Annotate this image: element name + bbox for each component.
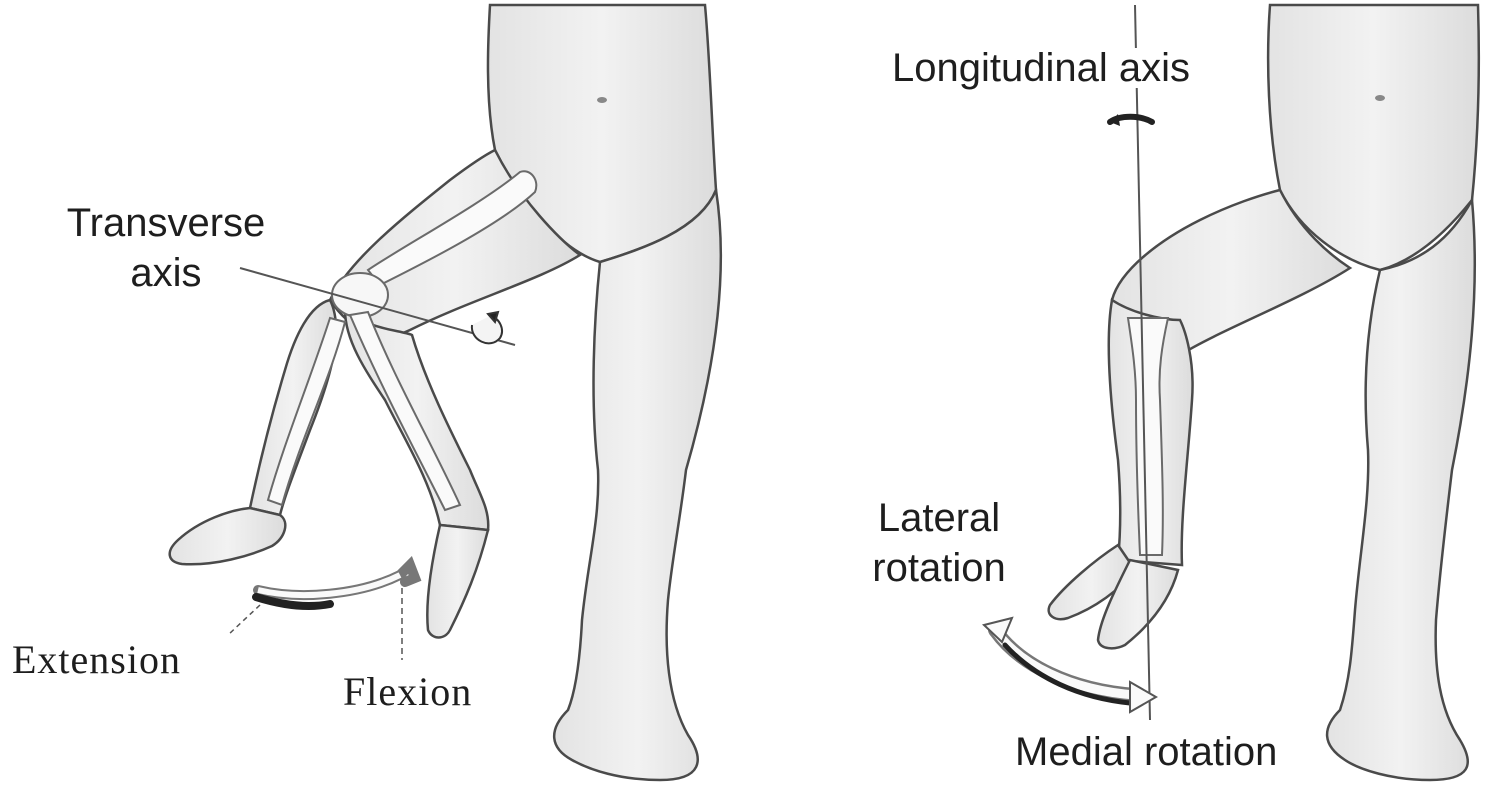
right-standing-leg (1327, 200, 1475, 780)
medial-rotation-label: Medial rotation (1015, 732, 1277, 772)
lateral-rotation-label-line1: Lateral (858, 498, 1020, 538)
left-foot-flexion (427, 525, 488, 638)
transverse-rotation-symbol (472, 312, 502, 343)
left-foot-extension (170, 508, 286, 564)
flexion-extension-arrow (256, 565, 415, 606)
left-shank-extension (250, 300, 336, 515)
right-navel (1375, 95, 1385, 101)
left-standing-leg (554, 190, 721, 780)
transverse-axis-label-line2: axis (50, 253, 282, 293)
transverse-axis-label: Transverse axis (50, 203, 282, 293)
extension-label: Extension (12, 640, 181, 680)
lateral-rotation-label: Lateral rotation (858, 498, 1020, 588)
longitudinal-rotation-symbol (1110, 114, 1152, 126)
transverse-axis-label-line1: Transverse (50, 203, 282, 243)
lateral-rotation-label-line2: rotation (858, 548, 1020, 588)
left-figure (170, 5, 721, 780)
longitudinal-axis-label: Longitudinal axis (892, 48, 1190, 88)
flexion-label: Flexion (343, 672, 472, 712)
left-navel (597, 97, 607, 103)
extension-pointer (228, 605, 260, 635)
left-knee-joint (332, 273, 388, 317)
